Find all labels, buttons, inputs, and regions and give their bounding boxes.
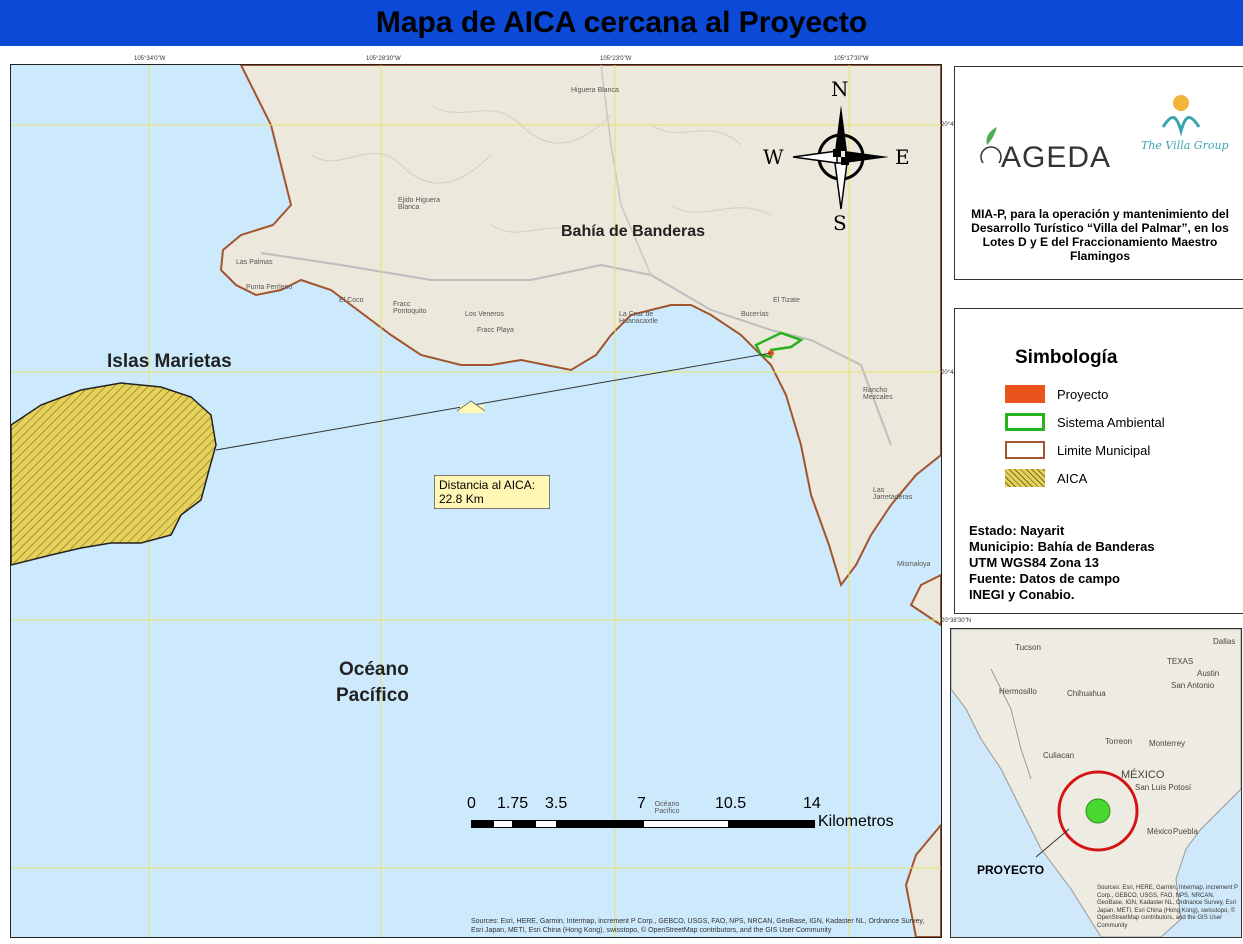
- coord-top-4: 105°17'30"W: [834, 56, 869, 62]
- place-label: Ejido Higuera Blanca: [398, 197, 441, 211]
- inset-place: Torreon: [1105, 737, 1133, 746]
- inset-place: Chihuahua: [1067, 689, 1106, 698]
- coord-top-3: 105°23'0"W: [600, 56, 632, 62]
- label-bahia-banderas: Bahía de Banderas: [561, 223, 706, 240]
- logo-panel: AGEDA The Villa Group MIA-P, para la ope…: [954, 66, 1243, 280]
- place-label: Fracc Playa: [477, 327, 514, 334]
- ageda-logo-icon: [980, 127, 1002, 163]
- place-label: Las Palmas: [236, 259, 273, 266]
- scale-tick: 14: [803, 795, 821, 812]
- legend-title: Simbología: [1015, 347, 1118, 368]
- compass-n: N: [831, 77, 849, 101]
- compass-s: S: [833, 211, 847, 235]
- coord-right-3: 20°38'30"N: [941, 618, 972, 624]
- scale-bar: 0 1.75 3.5 7 10.5 14 Kilometros: [461, 795, 941, 855]
- callout-line-2: 22.8 Km: [439, 492, 484, 506]
- distance-line: [215, 352, 772, 451]
- inset-place: Dallas: [1213, 637, 1236, 646]
- info-line: Fuente: Datos de campo: [969, 571, 1120, 586]
- inset-place: Culiacan: [1043, 751, 1075, 760]
- inset-place: MÉXICO: [1121, 769, 1165, 781]
- inset-place: San Antonio: [1171, 681, 1215, 690]
- road: [600, 65, 652, 276]
- place-label: Fracc Pontoquito: [393, 301, 427, 315]
- inset-place: Puebla: [1173, 827, 1198, 836]
- inset-place: Monterrey: [1149, 739, 1186, 748]
- land-south-corner: [904, 823, 941, 937]
- scale-tick: 1.75: [497, 795, 529, 812]
- label-islas-marietas: Islas Marietas: [107, 351, 232, 372]
- villa-logo-text: The Villa Group: [1141, 139, 1229, 152]
- info-line: INEGI y Conabio.: [969, 587, 1075, 602]
- land-north: [219, 65, 941, 588]
- land-southeast: [909, 573, 941, 627]
- sistema-ambiental: [754, 331, 804, 359]
- label-oceano-1: Océano: [339, 659, 409, 680]
- distance-callout: Distancia al AICA: 22.8 Km: [434, 475, 550, 509]
- info-line: Estado: Nayarit: [969, 523, 1065, 538]
- place-label: Mismaloya: [897, 561, 931, 568]
- callout-line-1: Distancia al AICA:: [439, 478, 536, 492]
- map-canvas: [11, 65, 941, 937]
- compass-w: W: [763, 145, 784, 169]
- place-label: Las Jarretaderas: [873, 487, 913, 501]
- place-label: El Tizate: [773, 297, 800, 304]
- inset-place: Austin: [1197, 669, 1220, 678]
- info-line: UTM WGS84 Zona 13: [969, 555, 1100, 570]
- inset-place: Hermosillo: [999, 687, 1037, 696]
- aica-area: [11, 382, 217, 566]
- scale-tick: 0: [467, 795, 476, 812]
- main-map[interactable]: Islas Marietas Bahía de Banderas Océano …: [10, 64, 942, 938]
- compass-e: E: [895, 145, 910, 169]
- inset-place: Tucson: [1015, 643, 1041, 652]
- scale-tick: 3.5: [545, 795, 568, 812]
- inset-place: San Luis Potosí: [1135, 783, 1192, 792]
- scale-tick: 10.5: [715, 795, 747, 812]
- scale-tick: 7: [637, 795, 646, 812]
- mia-description: MIA-P, para la operación y mantenimiento…: [971, 207, 1229, 263]
- inset-place: TEXAS: [1167, 657, 1194, 666]
- place-label: Higuera Blanca: [571, 87, 619, 94]
- info-line: Municipio: Bahía de Banderas: [969, 539, 1155, 554]
- map-attribution: Sources: Esri, HERE, Garmin, Intermap, i…: [471, 918, 925, 934]
- label-oceano-small: Océano Pacífico: [654, 801, 680, 815]
- place-label: Rancho Mezcales: [863, 387, 893, 401]
- legend-panel: Simbología Proyecto Sistema Ambiental Li…: [954, 308, 1243, 614]
- ageda-logo-text: AGEDA: [1001, 141, 1112, 174]
- map-title: Mapa de AICA cercana al Proyecto: [0, 0, 1243, 46]
- inset-attribution: Sources: Esri, HERE, Garmin, Intermap, i…: [1097, 885, 1238, 929]
- place-label: Los Veneros: [465, 311, 504, 318]
- place-label: La Cruz de Huanacaxtle: [619, 311, 658, 325]
- coord-top-2: 105°28'30"W: [366, 56, 401, 62]
- place-label: El Coco: [339, 297, 364, 304]
- villa-logo-icon: [1161, 95, 1201, 137]
- info-block: Estado: Nayarit Municipio: Bahía de Band…: [969, 523, 1155, 603]
- coord-top-1: 105°34'0"W: [134, 56, 166, 62]
- inset-place: México: [1147, 827, 1173, 836]
- compass-rose: [792, 105, 889, 210]
- place-label: Bucerías: [741, 311, 769, 318]
- inset-map[interactable]: Tucson Dallas TEXAS Austin San Antonio H…: [950, 628, 1242, 938]
- inset-proyecto-label: PROYECTO: [977, 863, 1045, 877]
- inset-canvas: [951, 629, 1241, 937]
- label-oceano-2: Pacífico: [336, 685, 409, 706]
- place-label: Punta Ferrleno: [246, 284, 293, 291]
- scale-unit: Kilometros: [818, 813, 894, 830]
